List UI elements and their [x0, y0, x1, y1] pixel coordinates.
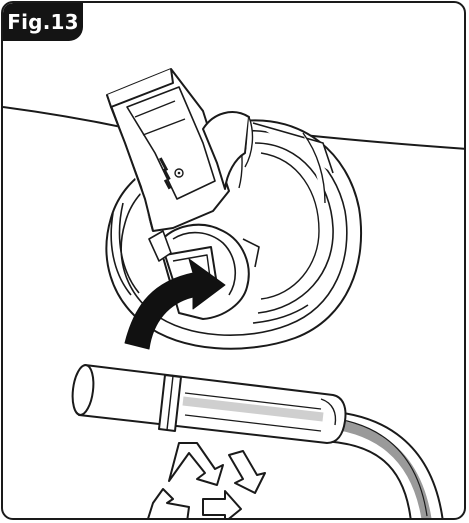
- clamp-embossing: [158, 157, 184, 190]
- diagram-drawing: [3, 68, 464, 518]
- recycle-icon: [147, 442, 266, 518]
- figure-label: Fig.13: [3, 3, 83, 41]
- tube: [71, 364, 444, 518]
- base-ring-back: [110, 202, 309, 324]
- curved-arrow-icon: [124, 258, 226, 350]
- hinged-clamp: [106, 68, 254, 232]
